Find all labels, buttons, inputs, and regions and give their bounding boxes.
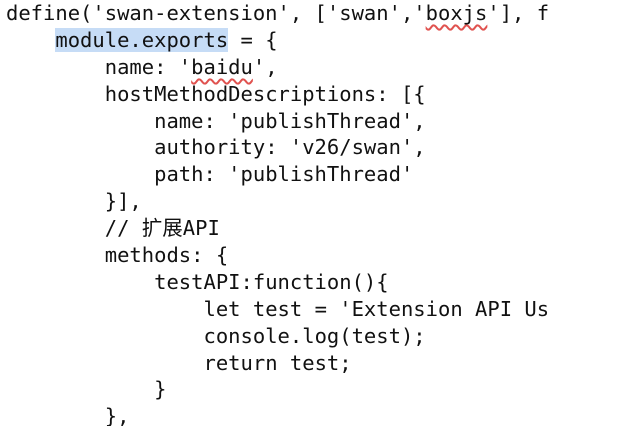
code-indent [6, 243, 105, 267]
code-indent [6, 55, 105, 79]
code-token: } [154, 377, 167, 402]
code-line[interactable]: }, [6, 403, 622, 426]
code-token: }, [104, 404, 130, 426]
code-token: name: 'publishThread', [154, 108, 426, 133]
code-line[interactable]: let test = 'Extension API Us [6, 296, 622, 323]
code-indent [6, 324, 203, 348]
code-token: hostMethodDescriptions: [{ [104, 81, 426, 106]
code-token: = { [228, 27, 278, 52]
code-line[interactable]: define('swan-extension', ['swan','boxjs'… [6, 0, 622, 27]
code-indent [6, 270, 154, 294]
selected-text: module.exports [55, 27, 229, 52]
code-indent [6, 404, 105, 426]
code-token: name: ' [104, 54, 192, 79]
code-indent [6, 216, 105, 240]
code-line[interactable]: testAPI:function(){ [6, 269, 622, 296]
code-indent [6, 109, 154, 133]
code-token: authority: 'v26/swan', [154, 135, 426, 160]
code-line[interactable]: path: 'publishThread' [6, 161, 622, 188]
code-line[interactable]: authority: 'v26/swan', [6, 134, 622, 161]
code-token: testAPI:function(){ [154, 269, 389, 294]
code-indent [6, 28, 55, 52]
code-token: return test; [203, 350, 352, 375]
code-line[interactable]: hostMethodDescriptions: [{ [6, 81, 622, 108]
code-line[interactable]: return test; [6, 350, 622, 377]
code-token: // 扩展API [104, 216, 220, 241]
code-indent [6, 351, 203, 375]
code-token: let test = 'Extension API Us [203, 296, 550, 321]
code-line[interactable]: console.log(test); [6, 323, 622, 350]
code-line[interactable]: module.exports = { [6, 27, 622, 54]
code-content[interactable]: define('swan-extension', ['swan','boxjs'… [6, 0, 622, 426]
code-line[interactable]: name: 'baidu', [6, 54, 622, 81]
code-line[interactable]: } [6, 376, 622, 403]
code-token: '], f [487, 1, 550, 25]
spellcheck-word: baidu [191, 54, 253, 79]
code-indent [6, 135, 154, 159]
code-indent [6, 297, 203, 321]
code-line[interactable]: }], [6, 188, 622, 215]
code-token: path: 'publishThread' [154, 162, 414, 187]
code-token: ', [252, 54, 278, 79]
code-line[interactable]: methods: { [6, 242, 622, 269]
code-token: console.log(test); [203, 323, 426, 348]
code-indent [6, 189, 105, 213]
code-token: }], [104, 189, 142, 214]
code-token: methods: { [104, 243, 229, 268]
code-indent [6, 377, 154, 401]
code-line[interactable]: // 扩展API [6, 215, 622, 242]
code-indent [6, 162, 154, 186]
spellcheck-word: boxjs [425, 1, 488, 25]
code-token: define('swan-extension', ['swan',' [6, 1, 426, 25]
code-line[interactable]: name: 'publishThread', [6, 108, 622, 135]
code-indent [6, 82, 105, 106]
